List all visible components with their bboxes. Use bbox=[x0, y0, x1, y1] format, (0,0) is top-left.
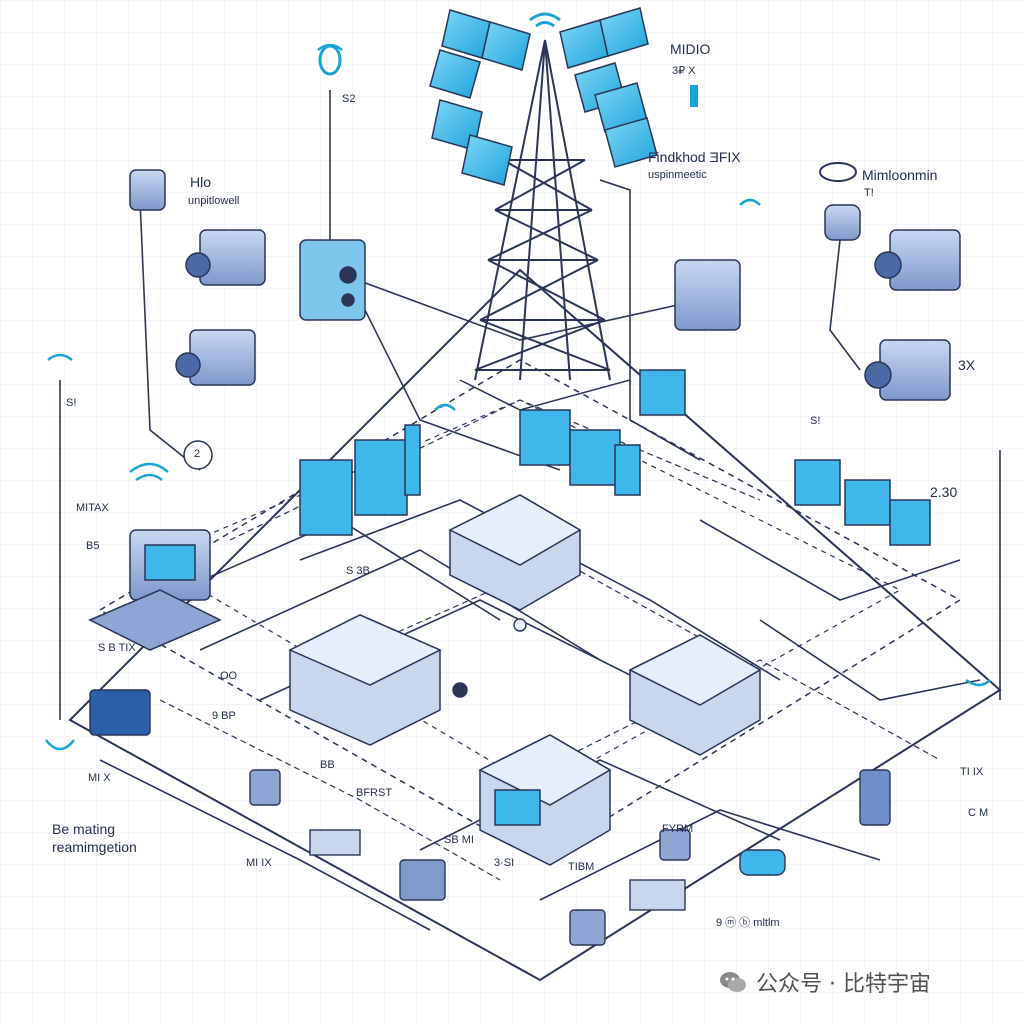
label-s1: S! bbox=[66, 397, 77, 409]
label-oo: OO bbox=[220, 670, 238, 682]
label-reamingetion: reamimgetion bbox=[52, 839, 137, 855]
label-s3b: S 3B bbox=[346, 565, 370, 577]
label-3si: 3·SI bbox=[494, 857, 515, 869]
peripheral-devices bbox=[89, 618, 891, 946]
watermark: 公众号 · 比特宇宙 bbox=[718, 966, 931, 998]
antenna-icon bbox=[318, 44, 342, 76]
radio-tower bbox=[459, 39, 631, 411]
watermark-text: 公众号 · 比特宇宙 bbox=[756, 972, 931, 997]
label-sb-mid: SB MI bbox=[444, 834, 474, 846]
label-two: 2 bbox=[194, 448, 201, 460]
node-marker-2 bbox=[183, 440, 213, 470]
label-mltlm: 9 ⓜ ⓑ mltlm bbox=[716, 917, 780, 929]
label-bfrst: BFRST bbox=[356, 787, 393, 799]
label-mimloonmin-sub: T! bbox=[864, 187, 874, 199]
label-mimloonmin: Mimloonmin bbox=[862, 167, 938, 183]
label-3x-top: 3₽ X bbox=[672, 65, 696, 77]
label-hlo-sub: unpitlowell bbox=[188, 195, 240, 207]
signal-bar-icon bbox=[690, 85, 698, 107]
label-bb: BB bbox=[320, 759, 335, 771]
label-s-mid: S! bbox=[810, 415, 821, 427]
label-midio: MIDIO bbox=[670, 41, 711, 57]
camera-cluster-left bbox=[129, 169, 266, 386]
monitor-bank bbox=[299, 369, 931, 546]
label-fyrm: FYRM bbox=[662, 823, 694, 835]
tower-panels bbox=[429, 7, 658, 186]
label-b5: B5 bbox=[86, 540, 100, 552]
wifi-small-icons bbox=[45, 43, 991, 751]
label-cm: C M bbox=[968, 807, 989, 819]
dashed-links bbox=[159, 399, 941, 881]
wifi-signal-icon bbox=[529, 12, 561, 28]
wechat-icon bbox=[720, 972, 746, 992]
label-be-mating: Be mating bbox=[52, 821, 116, 837]
label-findkhod-sub: uspinmeetic bbox=[648, 169, 707, 181]
label-230: 2.30 bbox=[930, 484, 958, 500]
server-units bbox=[88, 494, 762, 866]
label-mi-bottom-left: MI IX bbox=[246, 857, 272, 869]
label-9bp: 9 BP bbox=[212, 710, 236, 722]
label-s2: S2 bbox=[342, 93, 356, 105]
camera-cluster-right bbox=[674, 204, 961, 401]
label-mitax: MITAX bbox=[76, 502, 109, 514]
label-hlo: Hlo bbox=[190, 174, 212, 190]
label-tibm: TIBM bbox=[568, 861, 595, 873]
label-mi-x: MI X bbox=[88, 772, 111, 784]
label-right-bottom: TI IX bbox=[960, 766, 984, 778]
label-3x-right: 3X bbox=[958, 357, 976, 373]
label-findkhod: Findkhod ƎFIX bbox=[648, 149, 741, 165]
router-box bbox=[299, 239, 366, 321]
label-sb-tix: S B TIX bbox=[98, 642, 136, 654]
dish-ring-icon bbox=[819, 162, 857, 182]
